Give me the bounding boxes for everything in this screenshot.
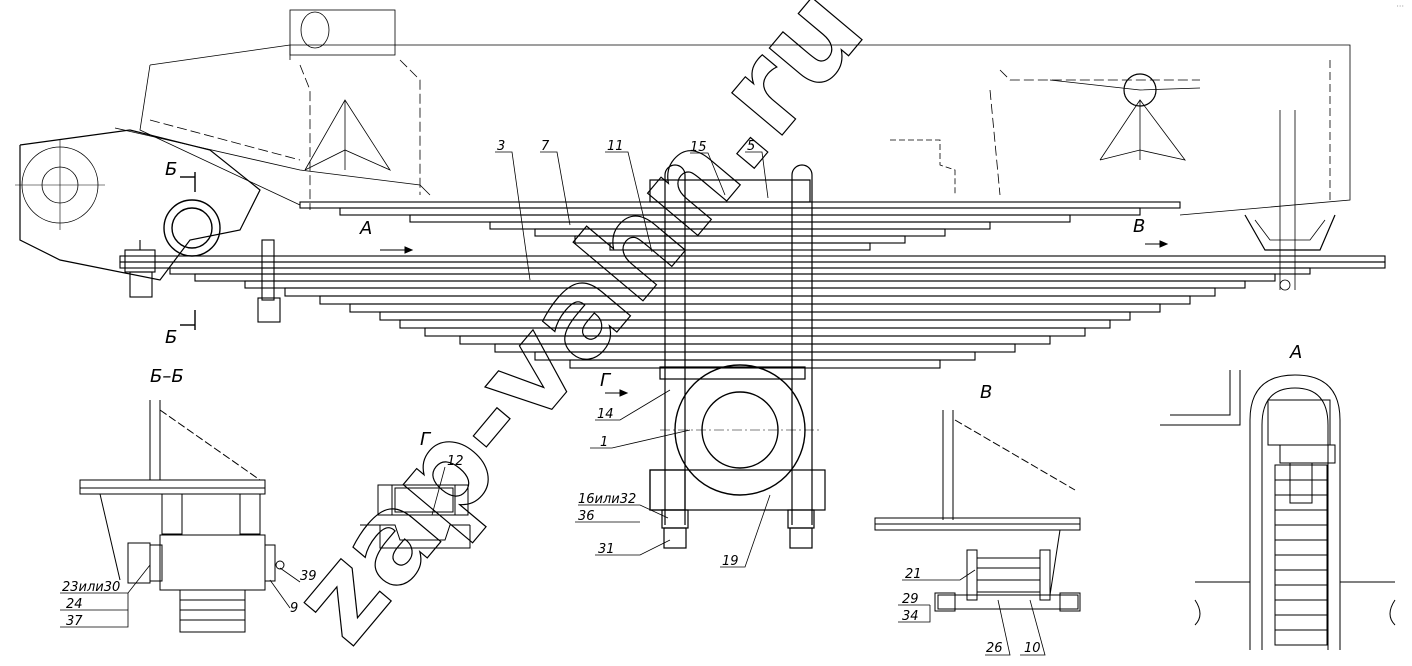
section-bb-drawing — [79, 400, 285, 633]
cut-mark-b-bottom: Б — [165, 327, 177, 348]
callout-14: 14 — [597, 407, 614, 422]
callout-29: 29 — [902, 592, 919, 607]
callout-12: 12 — [447, 454, 464, 469]
callout-16-or-32: 16или32 — [578, 492, 636, 507]
callout-19: 19 — [722, 554, 739, 569]
callout-21: 21 — [905, 567, 922, 582]
view-mark-v-right: В — [1133, 216, 1145, 237]
callout-26: 26 — [986, 641, 1003, 656]
watermark: zap-vahn.ru — [266, 0, 891, 666]
section-g-drawing — [360, 484, 471, 549]
callout-7: 7 — [541, 139, 550, 154]
callout-24: 24 — [66, 597, 83, 612]
callout-23-or-30: 23или30 — [62, 580, 120, 595]
section-title-bb: Б–Б — [150, 366, 184, 387]
section-title-v: В — [980, 382, 992, 403]
main-leaf-spring — [119, 201, 1386, 369]
section-cut-line-b — [180, 172, 196, 330]
callout-leaders — [60, 151, 1046, 656]
callout-39: 39 — [300, 569, 317, 584]
callout-3: 3 — [497, 139, 505, 154]
callout-1: 1 — [600, 435, 608, 450]
callout-10: 10 — [1024, 641, 1041, 656]
callout-9: 9 — [290, 601, 298, 616]
u-bolt-assembly — [649, 164, 826, 549]
callout-11: 11 — [607, 139, 624, 154]
callout-37: 37 — [66, 614, 83, 629]
section-title-a: А — [1289, 342, 1302, 363]
view-mark-g-arrow: Г — [600, 370, 612, 391]
corner-mark: ··· — [1396, 2, 1404, 11]
view-mark-a-left: А — [359, 218, 372, 239]
callout-36: 36 — [578, 509, 595, 524]
section-title-g: Г — [420, 429, 432, 450]
callout-15: 15 — [690, 140, 707, 155]
view-a-drawing — [1160, 370, 1396, 650]
cut-mark-b-top: Б — [165, 159, 177, 180]
callout-34: 34 — [902, 609, 919, 624]
vehicle-frame — [15, 9, 1351, 291]
callout-5: 5 — [747, 139, 755, 154]
callout-31: 31 — [598, 542, 615, 557]
front-eye-bolts — [124, 239, 281, 323]
view-arrows — [380, 240, 1169, 397]
